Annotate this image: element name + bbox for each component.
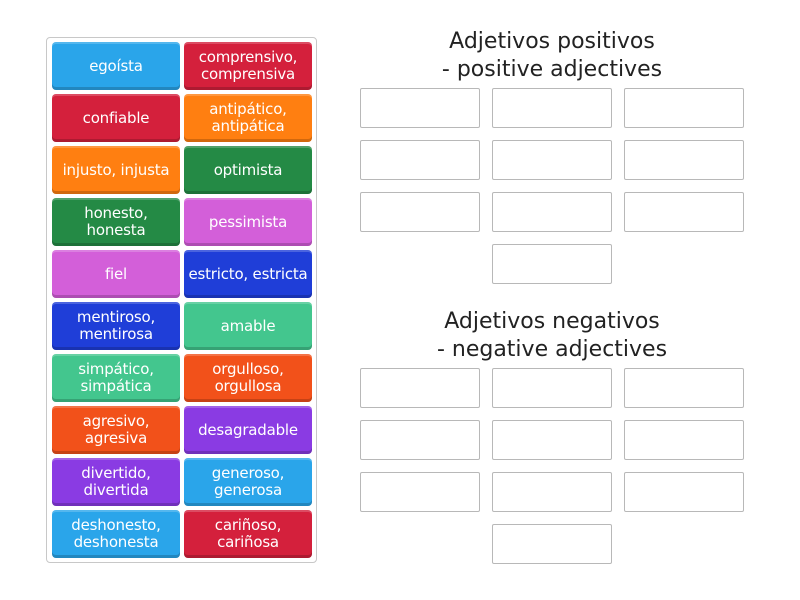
word-tile[interactable]: simpático, simpática — [52, 354, 180, 402]
word-tile[interactable]: fiel — [52, 250, 180, 298]
group-title-negative: Adjetivos negativos - negative adjective… — [360, 308, 744, 364]
word-tile[interactable]: honesto, honesta — [52, 198, 180, 246]
word-tile[interactable]: optimista — [184, 146, 312, 194]
group-title-line: Adjetivos positivos — [449, 29, 655, 54]
drop-slot-negative[interactable] — [492, 524, 612, 564]
drop-slot-negative[interactable] — [624, 420, 744, 460]
drop-slot-positive[interactable] — [492, 140, 612, 180]
drop-slot-negative[interactable] — [360, 472, 480, 512]
drop-slot-negative[interactable] — [360, 420, 480, 460]
drop-slot-negative[interactable] — [492, 420, 612, 460]
drop-slot-positive[interactable] — [624, 140, 744, 180]
group-title-positive: Adjetivos positivos - positive adjective… — [360, 28, 744, 84]
word-tile[interactable]: confiable — [52, 94, 180, 142]
drop-slot-negative[interactable] — [360, 368, 480, 408]
drop-slot-negative[interactable] — [624, 368, 744, 408]
word-tile[interactable]: mentiroso, mentirosa — [52, 302, 180, 350]
word-tile[interactable]: estricto, estricta — [184, 250, 312, 298]
word-tile[interactable]: orgulloso, orgullosa — [184, 354, 312, 402]
drop-slot-negative[interactable] — [624, 472, 744, 512]
drop-slot-positive[interactable] — [492, 192, 612, 232]
word-tile[interactable]: desagradable — [184, 406, 312, 454]
word-tile[interactable]: divertido, divertida — [52, 458, 180, 506]
word-tile[interactable]: agresivo, agresiva — [52, 406, 180, 454]
word-tile[interactable]: generoso, generosa — [184, 458, 312, 506]
word-tile[interactable]: injusto, injusta — [52, 146, 180, 194]
group-subtitle-line: - positive adjectives — [441, 57, 663, 82]
group-subtitle-line: - negative adjectives — [436, 337, 668, 362]
word-tile[interactable]: deshonesto, deshonesta — [52, 510, 180, 558]
group-title-line: Adjetivos negativos — [444, 309, 660, 334]
word-tile[interactable]: cariñoso, cariñosa — [184, 510, 312, 558]
word-tile[interactable]: amable — [184, 302, 312, 350]
drop-slot-positive[interactable] — [624, 88, 744, 128]
drop-slot-positive[interactable] — [360, 140, 480, 180]
drop-slot-negative[interactable] — [492, 368, 612, 408]
drop-slot-negative[interactable] — [492, 472, 612, 512]
drop-slot-positive[interactable] — [360, 192, 480, 232]
word-tile[interactable]: egoísta — [52, 42, 180, 90]
drop-slot-positive[interactable] — [492, 244, 612, 284]
drop-slot-positive[interactable] — [492, 88, 612, 128]
word-tile[interactable]: antipático, antipática — [184, 94, 312, 142]
word-tile[interactable]: pessimista — [184, 198, 312, 246]
drop-slot-positive[interactable] — [624, 192, 744, 232]
word-tile[interactable]: comprensivo, comprensiva — [184, 42, 312, 90]
drop-slot-positive[interactable] — [360, 88, 480, 128]
